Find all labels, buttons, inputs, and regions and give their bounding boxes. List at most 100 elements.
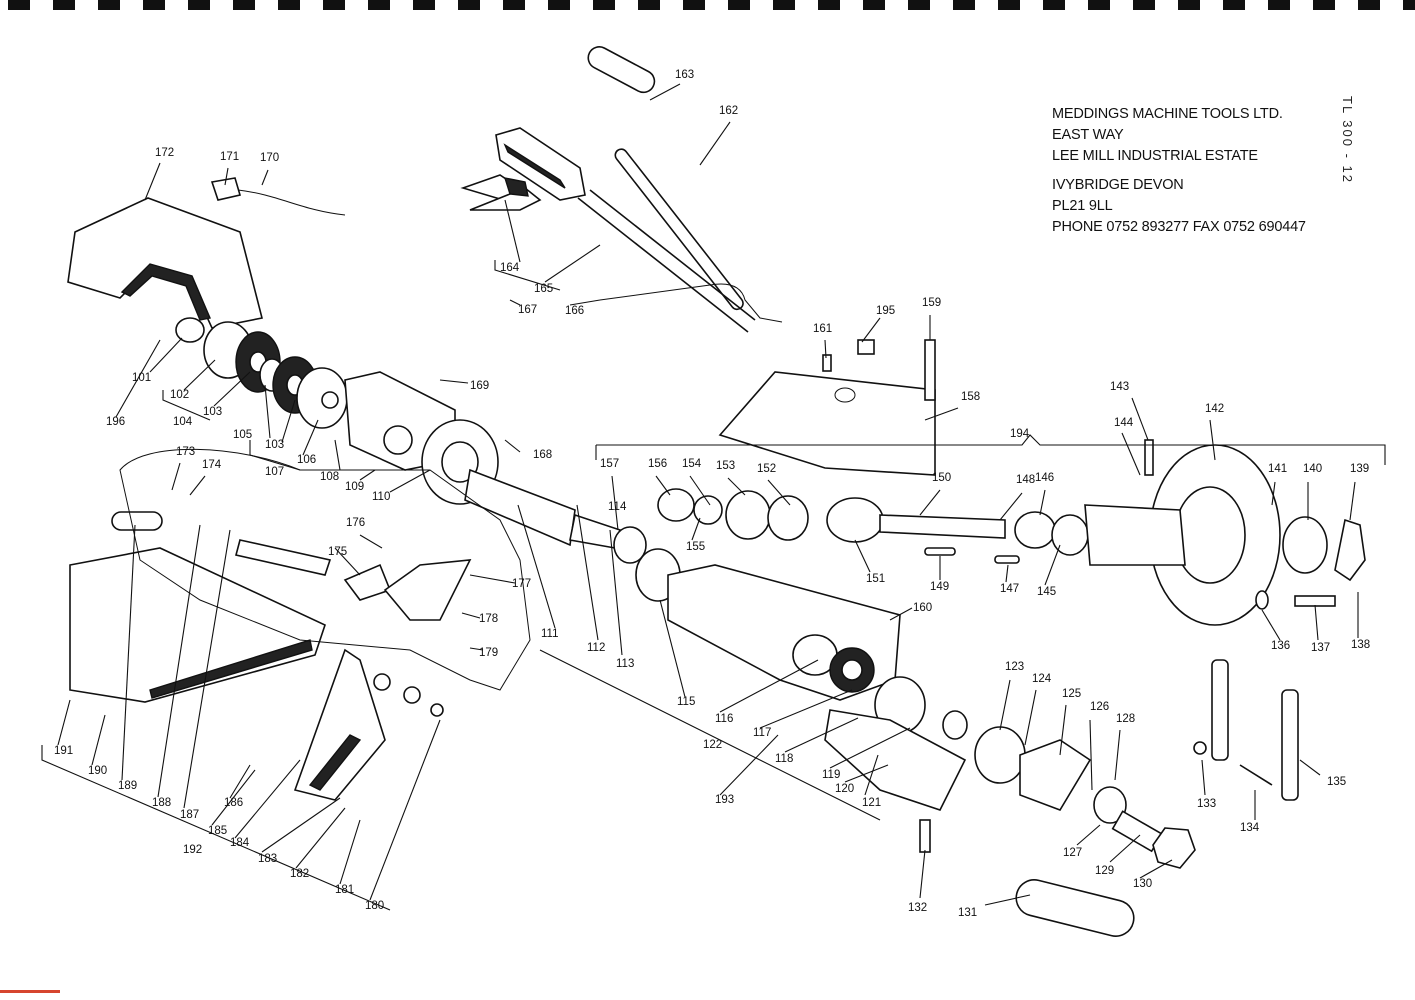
leader-line	[784, 717, 859, 753]
part-label-129: 129	[1095, 865, 1114, 877]
binding-hole	[503, 0, 525, 10]
leader-line	[469, 647, 484, 651]
leader-line	[1005, 564, 1009, 583]
binding-hole	[1223, 0, 1245, 10]
binding-hole	[278, 0, 300, 10]
leader-line	[149, 337, 183, 373]
part-label-169: 169	[470, 380, 489, 392]
part-label-126: 126	[1090, 701, 1109, 713]
leader-line	[611, 475, 619, 531]
leader-line	[864, 754, 879, 796]
part-label-160: 160	[913, 602, 932, 614]
part-label-154: 154	[682, 458, 702, 470]
leader-line	[919, 849, 926, 899]
leader-line	[369, 719, 441, 901]
leader-line	[689, 475, 711, 506]
binding-hole	[368, 0, 390, 10]
leader-line	[183, 359, 216, 391]
part-label-155: 155	[686, 541, 705, 553]
part-label-171: 171	[220, 151, 239, 163]
binding-hole	[1043, 0, 1065, 10]
part-label-121: 121	[862, 797, 881, 809]
leader-line	[1209, 419, 1216, 461]
part-label-196: 196	[106, 416, 125, 428]
leader-line	[281, 399, 296, 443]
leader-line	[334, 547, 361, 576]
part-label-188: 188	[152, 797, 171, 809]
part-label-110: 110	[372, 491, 390, 503]
leader-line	[261, 169, 269, 186]
spindle-shaft-parts	[464, 468, 1089, 602]
belt-guard-parts	[67, 177, 346, 329]
leader-line	[144, 162, 161, 201]
part-label-133: 133	[1197, 798, 1216, 810]
headstock-cover-parts	[718, 339, 936, 476]
binding-hole	[593, 0, 615, 10]
company-address-block: MEDDINGS MACHINE TOOLS LTD. EAST WAY LEE…	[1052, 104, 1306, 238]
leader-line	[359, 469, 376, 481]
binding-holes	[0, 0, 1415, 12]
part-label-180: 180	[365, 900, 384, 912]
part-label-148: 148	[1016, 474, 1035, 486]
binding-hole	[908, 0, 930, 10]
part-label-120: 120	[835, 783, 854, 795]
binding-hole	[953, 0, 975, 10]
binding-hole	[143, 0, 165, 10]
leader-line	[334, 439, 341, 471]
binding-hole	[413, 0, 435, 10]
leader-line	[509, 299, 521, 306]
part-label-168: 168	[533, 449, 552, 461]
binding-hole	[53, 0, 75, 10]
leader-line	[1131, 397, 1149, 441]
leader-line	[234, 759, 301, 839]
leader-line	[919, 489, 941, 516]
leader-line	[824, 339, 827, 359]
binding-hole	[98, 0, 120, 10]
part-label-135: 135	[1327, 776, 1346, 788]
part-label-107: 107	[265, 466, 284, 478]
part-label-144: 144	[1114, 417, 1134, 429]
leader-line	[264, 384, 271, 439]
leader-line	[469, 574, 516, 584]
leader-line	[57, 699, 71, 746]
leader-line	[719, 734, 779, 796]
leader-line	[691, 517, 701, 541]
leader-line	[544, 244, 601, 283]
part-label-149: 149	[930, 581, 949, 593]
binding-hole	[233, 0, 255, 10]
leader-line	[359, 534, 383, 549]
part-label-185: 185	[208, 825, 227, 837]
part-label-167: 167	[518, 304, 537, 316]
part-label-127: 127	[1063, 847, 1082, 859]
part-label-163: 163	[675, 69, 694, 81]
leader-line	[889, 607, 913, 621]
leader-line	[171, 462, 181, 491]
part-label-187: 187	[180, 809, 199, 821]
leader-line	[984, 894, 1031, 906]
part-label-116: 116	[715, 713, 733, 725]
company-contact: PHONE 0752 893277 FAX 0752 690447	[1052, 219, 1306, 235]
address-town: IVYBRIDGE DEVON	[1052, 177, 1184, 193]
part-label-152: 152	[757, 463, 776, 475]
leader-line	[1114, 729, 1121, 781]
pulley-and-clutch-parts	[175, 317, 499, 505]
part-label-115: 115	[677, 696, 695, 708]
part-label-124: 124	[1032, 673, 1052, 685]
leader-line	[576, 504, 599, 641]
leader-line	[183, 529, 231, 809]
part-label-106: 106	[297, 454, 316, 466]
part-label-165: 165	[534, 283, 553, 295]
leader-line	[727, 477, 746, 496]
lower-cover-and-lever-parts	[69, 448, 531, 801]
leader-line	[261, 797, 341, 853]
part-label-195: 195	[876, 305, 895, 317]
leader-line	[924, 407, 959, 421]
feed-handle-parts	[460, 46, 783, 333]
binding-hole	[683, 0, 705, 10]
leader-line	[213, 371, 251, 407]
part-label-193: 193	[715, 794, 734, 806]
binding-hole	[1088, 0, 1110, 10]
leader-line	[699, 121, 731, 166]
part-label-161: 161	[813, 323, 832, 335]
binding-hole	[458, 0, 480, 10]
